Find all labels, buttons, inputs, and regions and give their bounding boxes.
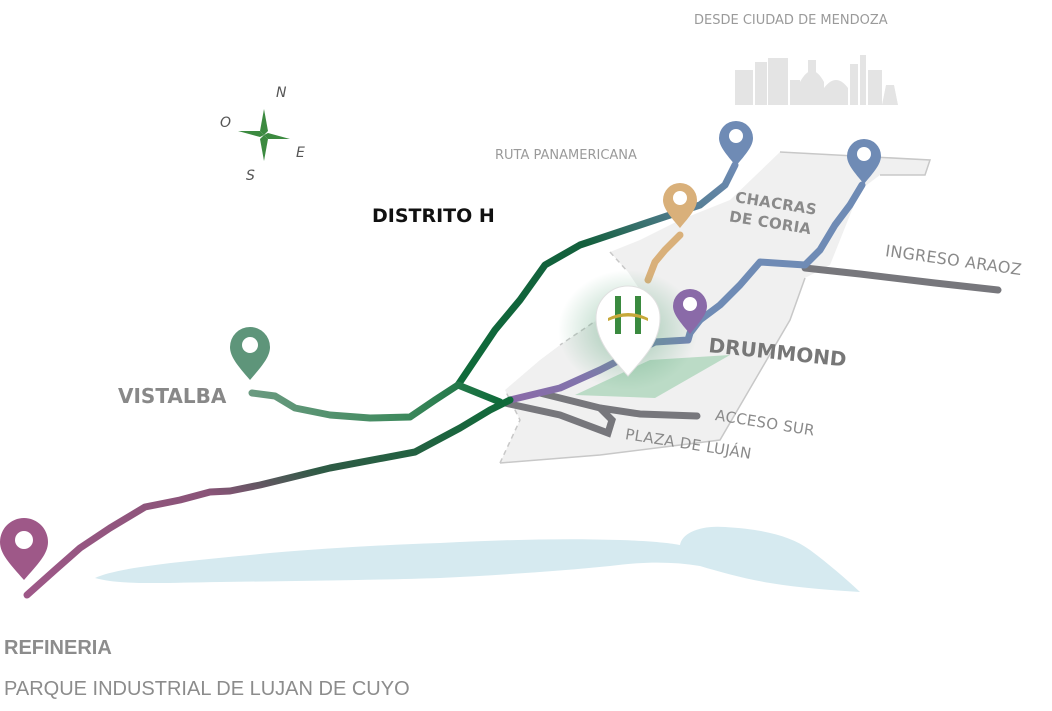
vistalba-route [248,381,504,422]
panamericana-route [454,161,739,389]
parque-industrial-label: PARQUE INDUSTRIAL DE LUJAN DE CUYO [4,678,410,700]
compass-icon [238,109,290,161]
chacras-pin-icon[interactable] [847,139,881,184]
vistalba-label: VISTALBA [118,384,227,408]
refineria-pin-icon[interactable] [0,518,48,580]
river-shape [95,526,860,592]
map-title: DISTRITO H [372,205,495,227]
ingreso-araoz-road [801,264,1002,294]
compass-west: O [220,115,231,131]
distrito-h-pin-icon[interactable] [595,285,661,377]
city-skyline-icon [735,55,898,105]
compass-north: N [276,85,287,101]
refineria-route [23,396,514,599]
panamericana-pin-icon[interactable] [719,121,753,166]
tan-pin-icon[interactable] [663,183,697,228]
tan-route [644,231,684,284]
vistalba-pin-icon[interactable] [230,327,270,380]
refineria-label: REFINERIA [4,637,112,659]
ingreso-araoz-label: INGRESO ARAOZ [884,241,1023,279]
distrito-h-logo [608,296,648,334]
compass-south: S [246,168,255,184]
acceso-sur-road [536,389,701,420]
ruta-panamericana-label: RUTA PANAMERICANA [495,148,637,163]
acceso-sur-label: ACCESO SUR [714,406,816,439]
drummond-pin-icon[interactable] [673,289,707,334]
compass-east: E [296,145,305,161]
chacras-route [696,181,866,324]
plaza-lujan-road [501,399,616,438]
city-caption: DESDE CIUDAD DE MENDOZA [694,13,888,28]
